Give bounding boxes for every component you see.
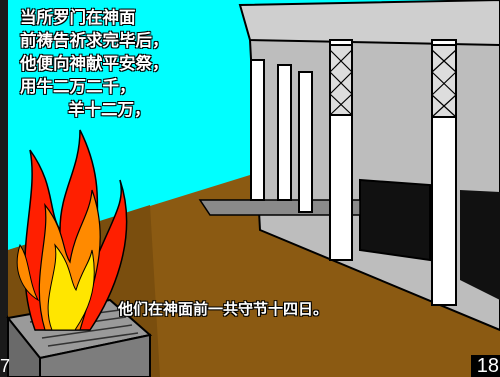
column-1 [250,59,265,201]
previous-page-mark: 7 [0,356,11,376]
verse-line: 他便向神献平安祭， [20,54,169,73]
left-wall [0,0,8,377]
pillar-left-capital [329,44,353,116]
page-number: 18 [471,355,500,377]
temple-roof [238,0,500,47]
verse-line: 羊十二万， [68,100,151,119]
pillar-right-capital [431,44,457,118]
pillar-left-lattice [329,49,353,116]
verse-text: 当所罗门在神面 前祷告祈求完毕后， 他便向神献平安祭， 用牛二万二千， 羊十二万… [20,6,169,121]
fire-tongue-left [16,243,40,302]
fire-yellow [47,243,95,331]
verse-line: 前祷告祈求完毕后， [20,31,169,50]
verse-line: 用牛二万二千， [20,77,136,96]
temple-dark-door [359,178,431,262]
verse-line: 当所罗门在神面 [20,8,136,27]
bottom-caption: 他们在神面前一共守节十四日。 [118,300,329,318]
altar-side [7,315,41,377]
column-2 [277,64,292,201]
temple-dark-door-2 [460,190,500,300]
column-3 [298,71,313,213]
pillar-right-lattice [431,49,457,118]
